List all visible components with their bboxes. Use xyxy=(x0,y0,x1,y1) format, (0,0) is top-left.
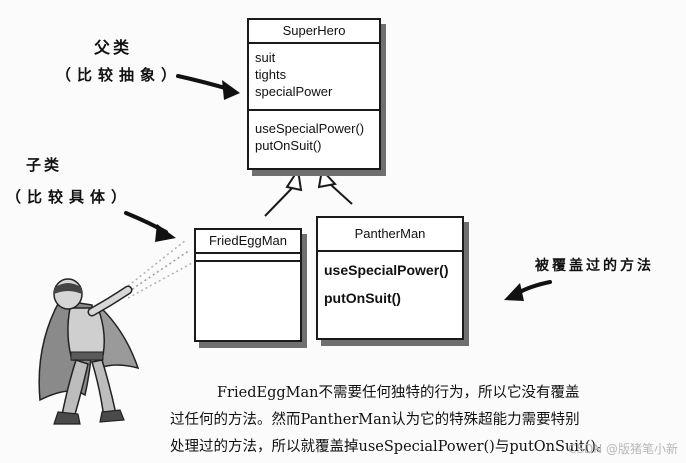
attribute-item: specialPower xyxy=(255,84,333,99)
caption-line: 过任何的方法。然而PantherMan认为它的特殊超能力需要特别 xyxy=(170,412,580,428)
method-item: putOnSuit() xyxy=(324,290,401,306)
overridden-methods-label: 被覆盖过的方法 xyxy=(535,258,654,274)
friedeggman-class-box: FriedEggMan xyxy=(194,228,302,342)
arrow-to-superhero-icon xyxy=(176,74,240,100)
caption-line: FriedEggMan不需要任何独特的行为，所以它没有覆盖 xyxy=(217,385,580,401)
inheritance-line-friedeggman xyxy=(264,167,303,217)
inheritance-line-pantherman xyxy=(317,167,353,205)
parent-class-label: 父类 xyxy=(94,38,133,57)
arrow-to-friedeggman-icon xyxy=(124,211,176,242)
child-class-sublabel: （比较具体） xyxy=(6,188,133,206)
friedeggman-attributes xyxy=(196,254,300,262)
superhero-class-box: SuperHero suit tights specialPower useSp… xyxy=(247,18,381,170)
superhero-class-name: SuperHero xyxy=(249,20,379,44)
attribute-item: tights xyxy=(255,67,287,82)
friedeggman-class-name: FriedEggMan xyxy=(196,230,300,254)
arrow-to-pantherman-icon xyxy=(504,280,552,301)
superhero-methods: useSpecialPower() putOnSuit() xyxy=(249,111,379,157)
method-item: putOnSuit() xyxy=(255,138,322,153)
friedeggman-methods xyxy=(196,262,300,268)
pantherman-class-box: PantherMan useSpecialPower() putOnSuit() xyxy=(316,216,464,340)
superhero-figure-icon xyxy=(38,278,140,425)
method-item: useSpecialPower() xyxy=(255,121,365,136)
attribute-item: suit xyxy=(255,50,276,65)
watermark: CSDN @版猪笔小新 xyxy=(567,442,678,456)
child-class-label: 子类 xyxy=(26,156,63,174)
parent-class-sublabel: （比较抽象） xyxy=(56,66,183,84)
caption-line: 处理过的方法，所以就覆盖掉useSpecialPower()与putOnSuit… xyxy=(170,439,611,455)
power-beam-icon xyxy=(127,239,195,299)
pantherman-methods: useSpecialPower() putOnSuit() xyxy=(318,252,462,315)
pantherman-class-name: PantherMan xyxy=(318,218,462,252)
explanation-caption: FriedEggMan不需要任何独特的行为，所以它没有覆盖 过任何的方法。然而P… xyxy=(170,380,670,461)
superhero-attributes: suit tights specialPower xyxy=(249,44,379,111)
method-item: useSpecialPower() xyxy=(324,262,449,278)
